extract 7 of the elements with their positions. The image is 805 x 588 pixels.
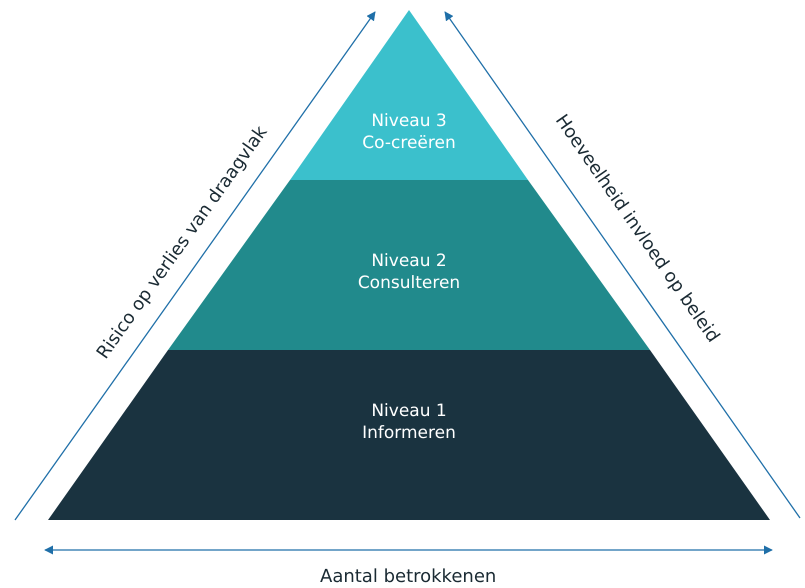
axis-label: Aantal betrokkenen — [320, 566, 496, 586]
level-number: Niveau 2 — [371, 250, 447, 272]
level-name: Informeren — [362, 422, 456, 444]
level-number: Niveau 1 — [371, 400, 447, 422]
level-number: Niveau 3 — [371, 110, 447, 132]
level-name: Co-creëren — [362, 132, 456, 154]
level-name: Consulteren — [358, 272, 460, 294]
